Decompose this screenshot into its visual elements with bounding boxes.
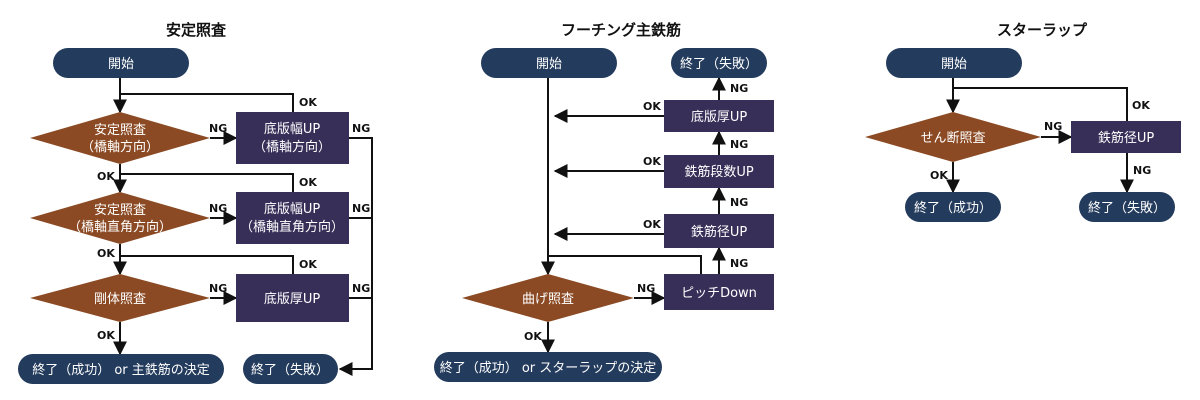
process-box: 底版厚UP [664, 100, 774, 132]
end-success-label: 終了（成功） or スターラップの決定 [440, 360, 657, 376]
flowchart-title: スターラップ [997, 21, 1088, 39]
decision-diamond: 安定照査 （橋軸方向） [30, 112, 210, 164]
ng-label: NG [209, 282, 227, 295]
decision-label: 安定照査 [94, 123, 146, 138]
start-terminal: 開始 [481, 48, 617, 78]
ng-label: NG [1133, 164, 1151, 177]
connectors [113, 78, 373, 376]
flowchart-footing-rebar: フーチング主鉄筋 開始 終了（失敗） 底版厚UP [434, 21, 774, 382]
ng-label: NG [352, 122, 370, 135]
flowchart-stability: 安定照査 開始 安定照査 （橋軸方向） [18, 21, 373, 384]
start-label: 開始 [108, 57, 134, 72]
process-label: 底版幅UP [264, 201, 321, 217]
process-label: 底版厚UP [264, 291, 321, 307]
ng-label: NG [637, 282, 655, 295]
start-terminal: 開始 [53, 48, 189, 78]
process-sublabel: （橋軸直角方向） [240, 219, 344, 235]
ng-label: NG [730, 196, 748, 209]
ok-label: OK [299, 96, 317, 109]
end-success-label: 終了（成功） or 主鉄筋の決定 [32, 362, 210, 378]
ng-label: NG [209, 202, 227, 215]
ng-label: NG [352, 282, 370, 295]
decision-sublabel: （橋軸方向） [81, 139, 159, 155]
ok-label: OK [299, 258, 317, 271]
process-box: 鉄筋径UP [1071, 121, 1181, 153]
end-fail-terminal: 終了（失敗） [671, 48, 767, 78]
end-fail-terminal: 終了（失敗） [243, 354, 338, 384]
decision-sublabel: （橋軸直角方向） [68, 219, 172, 235]
connectors [946, 78, 1134, 194]
ok-label: OK [643, 218, 661, 231]
decision-label: せん断照査 [920, 131, 985, 146]
process-box: 底版厚UP [236, 274, 349, 322]
end-success-label: 終了（成功） [914, 200, 992, 216]
ng-label: NG [1044, 120, 1062, 133]
process-box: 鉄筋径UP [664, 214, 774, 248]
end-fail-label: 終了（失敗） [1088, 200, 1166, 216]
process-box: ピッチDown [664, 274, 774, 310]
ok-label: OK [643, 100, 661, 113]
branch-labels: NG OK NG OK NG OK NG NG OK [524, 82, 748, 343]
decision-diamond: 安定照査 （橋軸直角方向） [30, 192, 210, 244]
process-label: ピッチDown [681, 286, 757, 301]
process-box: 底版幅UP （橋軸直角方向） [236, 192, 349, 244]
decision-diamond: 曲げ照査 [462, 274, 634, 322]
ng-label: NG [730, 138, 748, 151]
ok-label: OK [1132, 99, 1150, 112]
ng-label: NG [209, 122, 227, 135]
end-success-terminal: 終了（成功） or スターラップの決定 [434, 352, 662, 382]
process-sublabel: （橋軸方向） [253, 139, 331, 155]
ng-label: NG [730, 82, 748, 95]
process-label: 鉄筋段数UP [684, 164, 754, 180]
process-box: 鉄筋段数UP [664, 155, 774, 188]
process-label: 鉄筋径UP [691, 224, 748, 240]
flowchart-title: 安定照査 [166, 21, 227, 39]
end-success-terminal: 終了（成功） or 主鉄筋の決定 [18, 354, 224, 384]
branch-labels: OK NG NG OK [930, 99, 1151, 182]
start-label: 開始 [941, 57, 967, 72]
start-terminal: 開始 [886, 48, 1022, 78]
decision-diamond: 剛体照査 [30, 274, 210, 322]
ng-label: NG [352, 202, 370, 215]
end-fail-label: 終了（失敗） [680, 56, 758, 72]
ok-label: OK [643, 155, 661, 168]
decision-label: 剛体照査 [94, 292, 146, 307]
ok-label: OK [97, 170, 115, 183]
ok-label: OK [930, 169, 948, 182]
connectors [541, 76, 726, 354]
decision-label: 安定照査 [94, 203, 146, 218]
process-box: 底版幅UP （橋軸方向） [236, 112, 349, 164]
process-label: 底版幅UP [264, 121, 321, 137]
flowchart-stirrup: スターラップ 開始 せん断照査 鉄筋径UP 終了（成功） 終了（失敗） [865, 21, 1181, 222]
end-fail-label: 終了（失敗） [251, 362, 329, 378]
ng-label: NG [730, 257, 748, 270]
end-fail-terminal: 終了（失敗） [1079, 192, 1175, 222]
ok-label: OK [97, 329, 115, 342]
ok-label: OK [299, 176, 317, 189]
flowchart-title: フーチング主鉄筋 [561, 21, 681, 39]
decision-label: 曲げ照査 [522, 292, 574, 307]
ok-label: OK [97, 247, 115, 260]
end-success-terminal: 終了（成功） [905, 192, 1001, 222]
ok-label: OK [524, 330, 542, 343]
decision-diamond: せん断照査 [865, 112, 1041, 162]
start-label: 開始 [536, 57, 562, 72]
process-label: 鉄筋径UP [1098, 130, 1155, 146]
branch-labels: OK NG NG OK OK NG NG OK OK NG NG OK [97, 96, 370, 342]
process-label: 底版厚UP [691, 109, 748, 125]
